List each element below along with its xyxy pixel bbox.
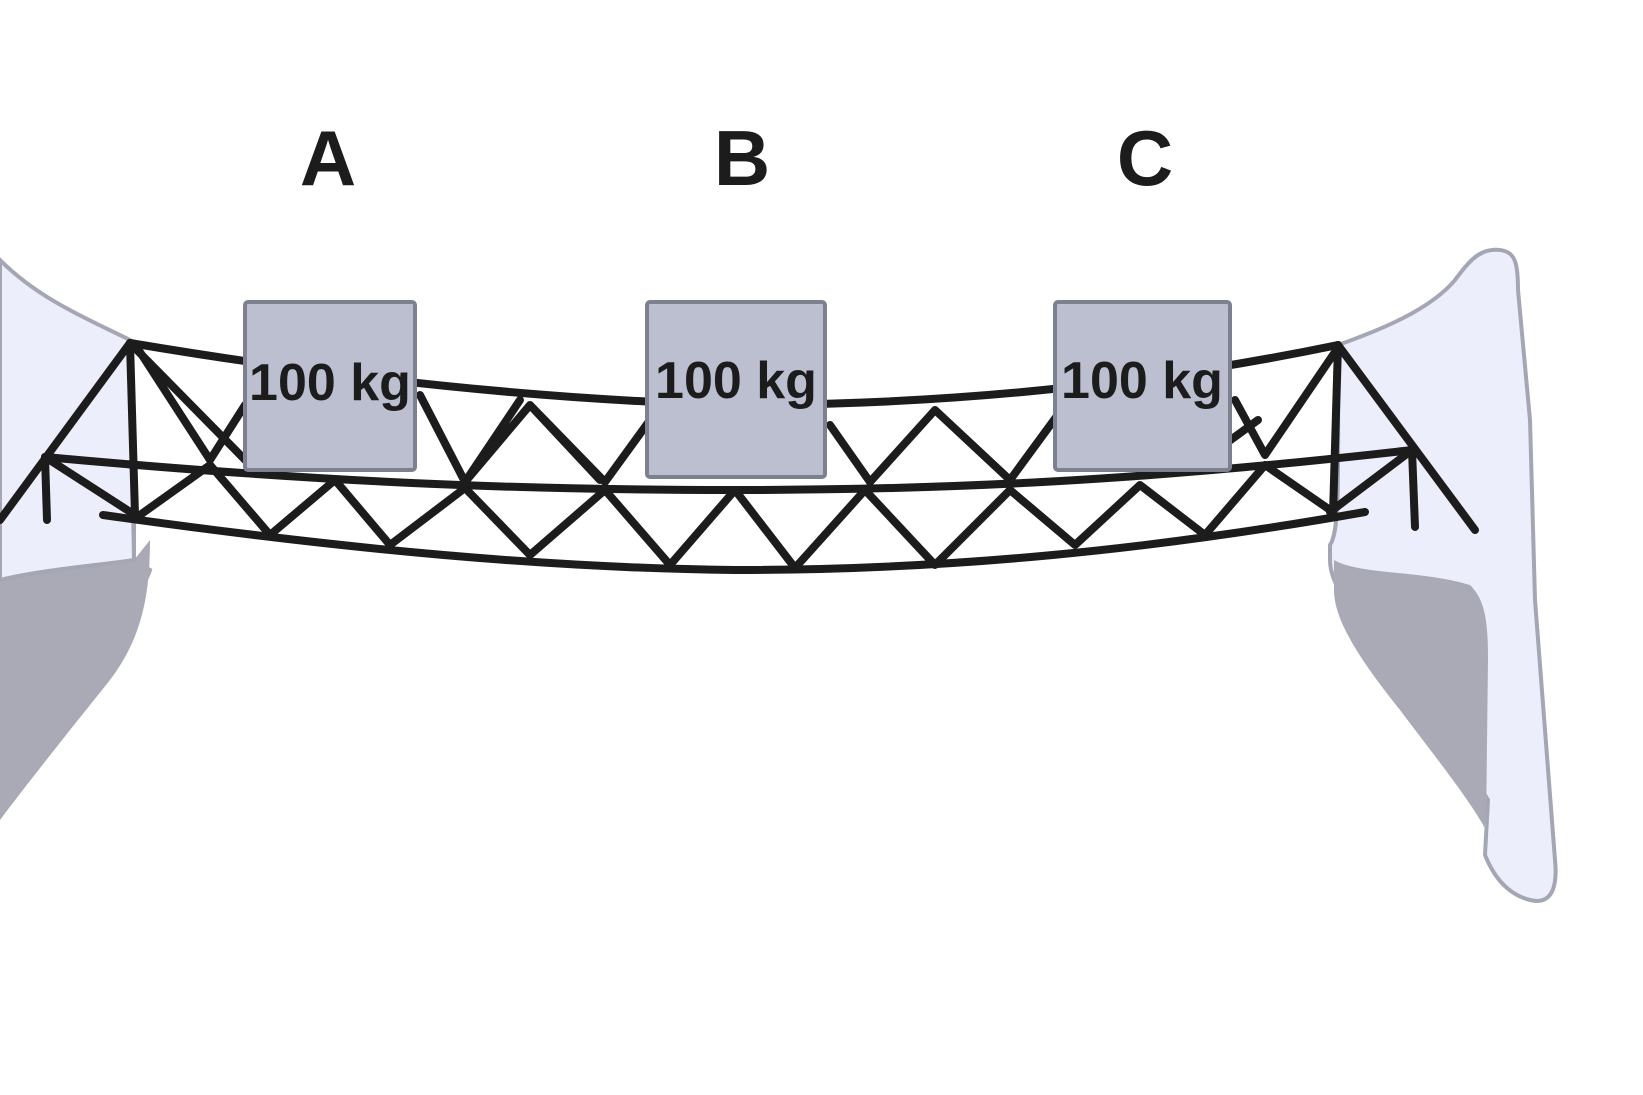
right-cliff-shadow [1334, 560, 1488, 830]
label-c: C [1117, 114, 1173, 202]
weight-b: 100 kg [645, 300, 827, 479]
left-cliff-edge [0, 520, 136, 582]
label-b: B [714, 114, 770, 202]
weight-c: 100 kg [1053, 300, 1232, 472]
weight-c-box [1053, 300, 1232, 472]
truss-left-post [126, 339, 139, 519]
weight-b-label: 100 kg [655, 352, 817, 410]
weight-a-box [243, 300, 417, 472]
weight-a-label: 100 kg [249, 354, 411, 412]
truss-left-stub [41, 453, 51, 524]
truss-bridge [0, 339, 1479, 574]
truss-left-end-brace [0, 339, 134, 524]
weight-c-label: 100 kg [1061, 352, 1223, 410]
label-a: A [300, 114, 356, 202]
left-cliff-shadow [0, 540, 150, 820]
right-cliff [1328, 247, 1558, 903]
truss-right-diagonal [1326, 446, 1416, 516]
truss-upper-web [126, 339, 1339, 486]
truss-right-end-brace [1334, 341, 1479, 534]
left-cliff [0, 257, 153, 820]
truss-right-stub [1408, 446, 1419, 531]
weight-a: 100 kg [243, 300, 417, 472]
truss-left-diagonal [41, 453, 139, 519]
weight-b-box [645, 300, 827, 479]
truss-bottom-chord [99, 508, 1369, 574]
truss-lower-web [136, 461, 1337, 572]
truss-right-post [1329, 341, 1342, 519]
